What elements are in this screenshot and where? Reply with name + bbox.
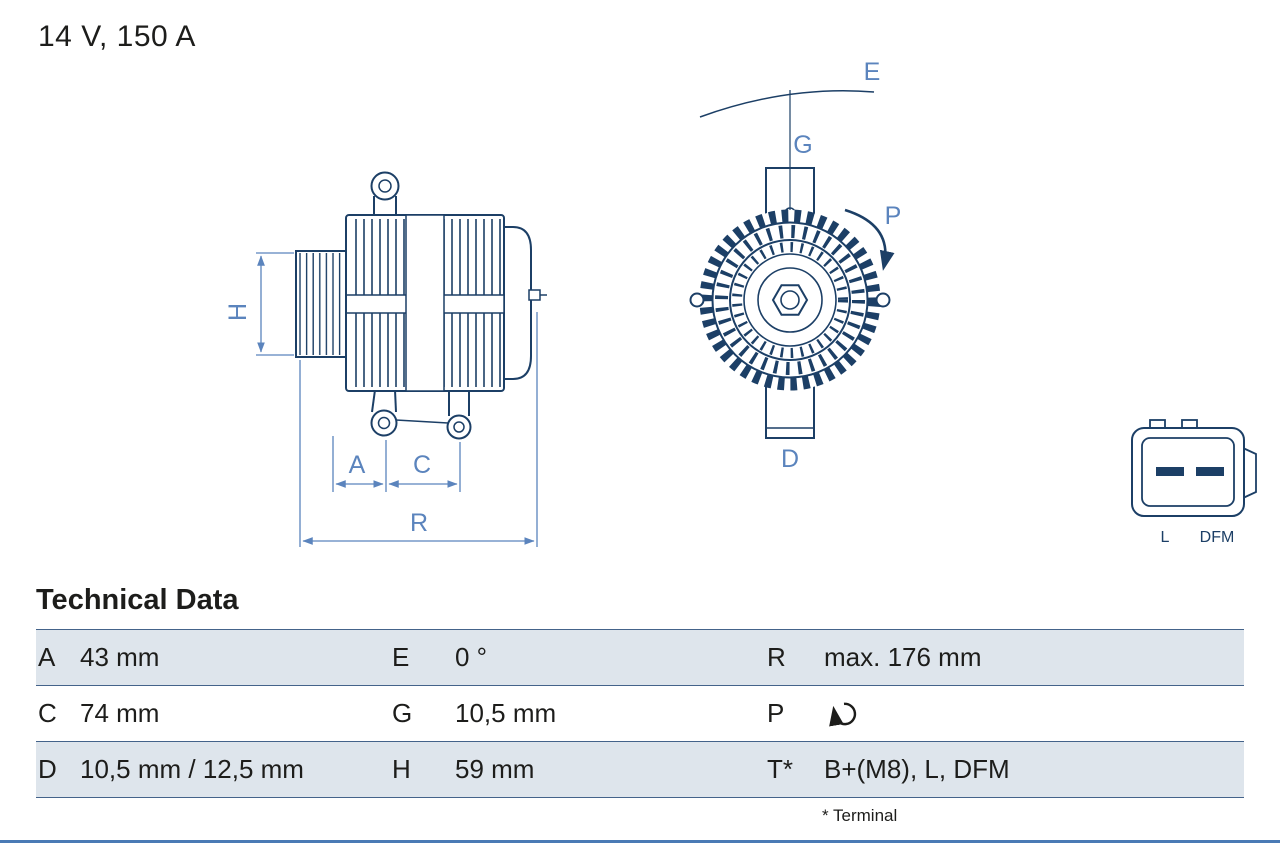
front-view xyxy=(689,90,895,439)
spec-key-h: H xyxy=(392,754,411,784)
shaft-hex-nut xyxy=(771,284,809,316)
spec-key-p: P xyxy=(767,698,785,728)
spec-key-c: C xyxy=(38,698,57,728)
outer-teeth-ring xyxy=(699,209,881,391)
spec-value-e: 0 ° xyxy=(455,642,488,672)
dim-label-p: P xyxy=(885,202,902,230)
housing xyxy=(345,214,505,392)
table-row: A 43 mm E 0 ° R max. 176 mm xyxy=(36,630,1244,686)
spec-key-a: A xyxy=(38,642,56,672)
spec-value-p xyxy=(824,698,1244,730)
bottom-accent-bar xyxy=(0,840,1280,843)
alternator-technical-drawing: H A C R E G P D xyxy=(224,58,1257,547)
spec-value-d: 10,5 mm / 12,5 mm xyxy=(80,754,304,784)
rotation-direction-arrow xyxy=(844,208,895,271)
dim-label-g: G xyxy=(793,131,812,159)
spec-value-h: 59 mm xyxy=(455,754,535,784)
spec-table: A 43 mm E 0 ° R max. 176 mm C 74 mm G 10… xyxy=(36,629,1244,798)
dim-label-c: C xyxy=(413,451,431,479)
inner-tick-ring xyxy=(732,242,848,358)
connector-plug xyxy=(1131,419,1257,517)
spec-key-e: E xyxy=(392,642,410,672)
rear-cap xyxy=(504,226,532,380)
spec-value-c: 74 mm xyxy=(80,698,160,728)
dim-label-r: R xyxy=(410,509,428,537)
spec-value-g: 10,5 mm xyxy=(455,698,557,728)
connector-inner xyxy=(1141,437,1235,507)
fan-blade-ring xyxy=(715,225,865,375)
spec-key-d: D xyxy=(38,754,57,784)
dim-label-h: H xyxy=(224,303,252,321)
table-row: D 10,5 mm / 12,5 mm H 59 mm T* B+(M8), L… xyxy=(36,742,1244,798)
spec-value-r: max. 176 mm xyxy=(824,642,982,672)
top-mounting-lug xyxy=(370,171,400,216)
side-ear-left xyxy=(689,292,705,308)
pin-label-dfm: DFM xyxy=(1200,529,1235,546)
spec-key-r: R xyxy=(767,642,786,672)
product-rating: 14 V, 150 A xyxy=(38,20,196,53)
pin-dfm xyxy=(1196,467,1224,476)
side-ear-right xyxy=(875,292,891,308)
dim-label-e: E xyxy=(864,58,881,86)
rotation-direction-icon xyxy=(829,702,857,726)
spec-key-t: T* xyxy=(767,754,793,784)
table-row: C 74 mm G 10,5 mm P xyxy=(36,686,1244,742)
spec-key-g: G xyxy=(392,698,413,728)
terminal-stub xyxy=(528,289,547,301)
pulley xyxy=(295,250,347,358)
fan-face xyxy=(689,209,891,391)
bottom-mounting-ears xyxy=(370,389,472,440)
center-band xyxy=(405,214,445,392)
connector-outline xyxy=(1131,427,1245,517)
spec-value-t: B+(M8), L, DFM xyxy=(824,754,1010,784)
angle-e-arc xyxy=(699,90,875,118)
technical-data-section: Technical Data A 43 mm E 0 ° R max. 176 … xyxy=(0,584,1280,826)
terminal-footnote: * Terminal xyxy=(822,806,898,825)
pin-label-l: L xyxy=(1161,529,1170,546)
section-title: Technical Data xyxy=(36,584,239,616)
pin-l xyxy=(1156,467,1184,476)
dim-label-a: A xyxy=(349,451,366,479)
spec-value-a: 43 mm xyxy=(80,642,160,672)
side-view xyxy=(295,171,547,440)
side-view-dimensions xyxy=(256,252,538,547)
dim-label-d: D xyxy=(781,445,799,473)
